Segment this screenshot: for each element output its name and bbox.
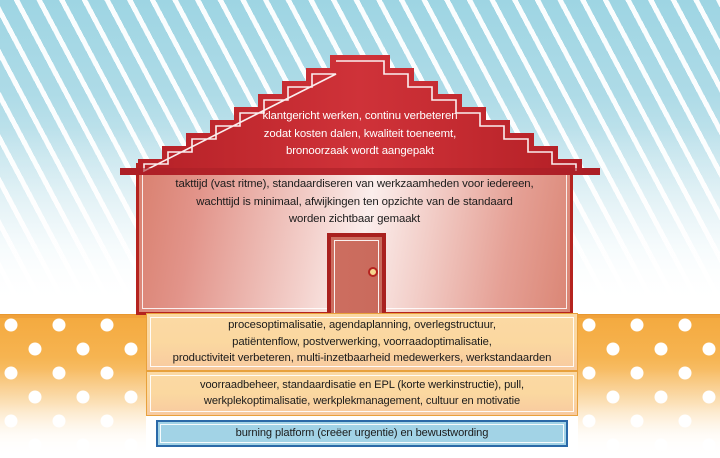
ground-left-surface-line	[0, 314, 146, 318]
band-foundation: voorraadbeheer, standaardisatie en EPL (…	[146, 371, 578, 416]
wall-standards-text: takttijd (vast ritme), standaardiseren v…	[150, 176, 559, 229]
house-door-inner-outline	[334, 240, 379, 315]
band-processes: procesoptimalisatie, agendaplanning, ove…	[146, 313, 578, 371]
band1-line-2: patiëntenflow, postverwerking, voorraado…	[232, 335, 492, 348]
band-processes-text: procesoptimalisatie, agendaplanning, ove…	[173, 317, 552, 367]
band1-line-1: procesoptimalisatie, agendaplanning, ove…	[228, 319, 496, 332]
door-knob-icon	[368, 267, 378, 277]
band2-line-1: voorraadbeheer, standaardisatie en EPL (…	[200, 379, 524, 391]
ground-left-fade	[0, 314, 146, 458]
ground-right-fade	[578, 314, 720, 458]
band1-line-3: productiviteit verbeteren, multi-inzetba…	[172, 352, 552, 365]
roof-line-1: klantgericht werken, continu verbeteren	[262, 110, 458, 122]
roof-line-3: bronoorzaak wordt aangepakt	[285, 145, 434, 157]
roof-goals-text: klantgericht werken, continu verbeteren …	[200, 108, 520, 161]
wall-line-2: wachttijd is minimaal, afwijkingen ten o…	[196, 195, 513, 208]
house-roof	[120, 55, 600, 175]
wall-line-1: takttijd (vast ritme), standaardiseren v…	[175, 178, 534, 190]
band-burning-platform-text: burning platform (creëer urgentie) en be…	[236, 426, 489, 442]
band-burning-platform: burning platform (creëer urgentie) en be…	[156, 420, 568, 447]
band2-line-2: werkplekoptimalisatie, werkplekmanagemen…	[203, 394, 521, 407]
wall-line-3: worden zichtbaar gemaakt	[288, 213, 421, 225]
roof-line-2: zodat kosten dalen, kwaliteit toeneemt,	[263, 127, 457, 140]
band-foundation-text: voorraadbeheer, standaardisatie en EPL (…	[200, 378, 524, 409]
band3-line-1: burning platform (creëer urgentie) en be…	[235, 426, 489, 439]
ground-right-surface-line	[578, 314, 720, 318]
